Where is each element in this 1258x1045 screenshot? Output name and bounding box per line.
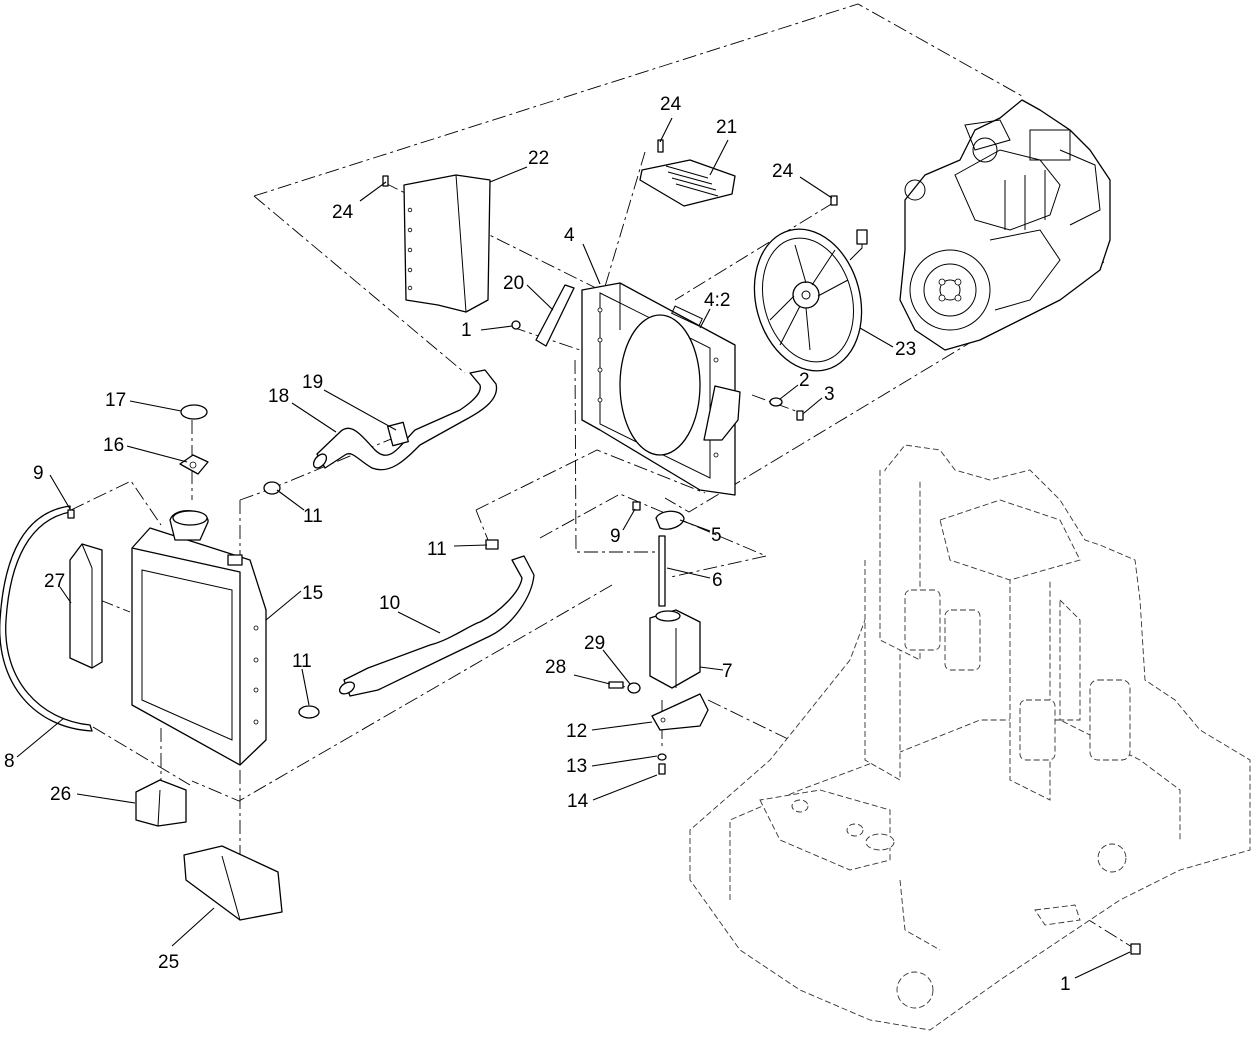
part-21-grill-plate (639, 159, 736, 207)
callout-9: 9 (33, 463, 44, 484)
part-22-shroud-panel (403, 174, 491, 313)
callout-8: 8 (4, 751, 15, 772)
part-1-nut (1130, 943, 1141, 955)
callout-5: 5 (711, 525, 722, 546)
callout-10: 10 (379, 593, 400, 614)
part-18-upper-hose (312, 369, 498, 471)
machine-frame (689, 444, 1251, 1031)
part-11-clamps (263, 481, 499, 719)
part-24-bolt (382, 175, 389, 187)
callout-23: 23 (895, 339, 916, 360)
hardware (382, 139, 1141, 955)
callout-2: 2 (799, 370, 810, 391)
callout-22: 22 (528, 148, 549, 169)
part-3-bolt (796, 410, 804, 421)
part-26-foam (135, 779, 187, 827)
part-1-nut (511, 320, 521, 330)
callout-9: 9 (610, 526, 621, 547)
callout-28: 28 (545, 657, 566, 678)
callout-6: 6 (712, 570, 723, 591)
callout-29: 29 (584, 633, 605, 654)
callout-7: 7 (722, 661, 733, 682)
callout-3: 3 (824, 384, 835, 405)
part-23-fan (753, 228, 868, 372)
callout-11: 11 (303, 506, 323, 527)
callout-4: 4 (564, 225, 575, 246)
part-12-bracket (651, 693, 709, 731)
part-24-bolt (830, 195, 838, 206)
part-15-radiator (131, 510, 267, 766)
callout-13: 13 (566, 756, 587, 777)
callout-25: 25 (158, 952, 179, 973)
callout-26: 26 (50, 784, 71, 805)
part-4-fan-shroud (581, 282, 741, 496)
part-17-cap (180, 404, 208, 420)
callout-24: 24 (660, 94, 682, 115)
callout-12: 12 (566, 721, 587, 742)
part-7-reservoir (649, 609, 701, 689)
callout-20: 20 (503, 273, 524, 294)
part-16-filler-neck (179, 454, 209, 475)
callout-24: 24 (332, 202, 354, 223)
part-5-reservoir-cap (655, 510, 685, 530)
part-25-foam (183, 845, 283, 921)
part-2-washer (769, 397, 783, 407)
part-8-overflow-hose (0, 505, 93, 732)
callout-1: 1 (1060, 974, 1071, 995)
callout-19: 19 (302, 372, 323, 393)
callout-labels: 24 21 22 24 24 4 20 4:2 1 23 2 3 19 18 1… (4, 94, 1071, 995)
part-29-spacer (627, 682, 641, 694)
callout-11: 11 (427, 539, 447, 560)
callout-1: 1 (461, 320, 472, 341)
callout-24: 24 (772, 161, 794, 182)
part-27-foam (69, 543, 103, 669)
callout-15: 15 (302, 583, 323, 604)
engine (899, 99, 1111, 351)
part-6-tube (658, 535, 666, 607)
callout-18: 18 (268, 386, 289, 407)
callout-21: 21 (716, 117, 737, 138)
part-10-lower-hose (338, 555, 535, 697)
callout-11: 11 (292, 651, 312, 672)
part-19-clamp (387, 421, 409, 447)
part-28-bolt (608, 681, 624, 689)
part-20-bracket (535, 284, 575, 347)
callout-14: 14 (567, 791, 589, 812)
part-9-fittings (67, 501, 641, 519)
callout-17: 17 (105, 390, 126, 411)
part-13-washer (657, 753, 667, 761)
leader-lines (16, 117, 1131, 979)
callout-16: 16 (103, 435, 124, 456)
callout-27: 27 (44, 571, 65, 592)
callout-4-2: 4:2 (704, 290, 730, 311)
part-14-bolt (658, 763, 666, 775)
